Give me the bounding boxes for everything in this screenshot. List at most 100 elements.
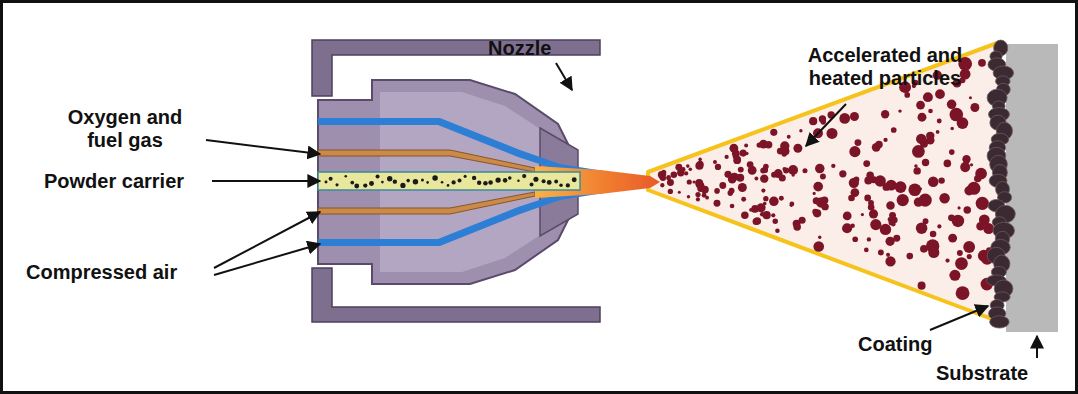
particle [920,245,928,253]
particle [757,203,766,212]
particle [689,167,693,171]
powder-dot [508,176,512,180]
particle [809,117,817,125]
particle [661,170,666,175]
particle [886,253,890,257]
powder-dot [483,181,488,186]
particle [938,177,944,183]
powder-dot [547,180,552,185]
particle [974,175,981,182]
particle [880,224,891,235]
particle [950,127,953,130]
particle [724,155,728,159]
particle [957,206,960,209]
particle [864,195,871,202]
particle [719,182,726,189]
particle [779,196,784,201]
particle [813,209,821,217]
particle [681,167,686,172]
powder-dot [406,179,410,183]
particle [738,183,747,192]
particle [881,110,889,118]
particle [770,129,777,136]
powder-dot [329,177,333,181]
powder-dot [413,179,418,184]
particle [666,175,670,179]
particle [867,237,871,241]
particle [948,214,955,221]
particle [668,189,673,194]
powder-dot [393,179,397,183]
particle [769,197,779,207]
particle [744,144,748,148]
particle [687,195,690,198]
particle [870,219,881,230]
particle [960,162,970,172]
fuel-tube [318,192,535,214]
powder-particles [324,174,576,188]
particle [964,186,973,195]
particle [947,100,957,110]
particle [660,183,664,187]
powder-dot [464,175,467,178]
coating-splat [990,316,1010,328]
particle [875,141,883,149]
particle [698,158,702,162]
particle [956,286,970,300]
substrate [1006,44,1058,332]
particle [889,212,896,219]
particle [976,197,989,210]
particle [962,155,970,163]
substrate-label: Substrate [936,362,1048,385]
leader-arrows [206,63,1037,358]
particle [730,204,735,209]
particle [774,169,783,178]
particle [945,259,949,263]
powder-dot [369,181,374,186]
particle [763,196,768,201]
particle [967,254,972,259]
particle [883,138,887,142]
powder-dot [421,179,424,182]
particle [848,195,855,202]
particle [831,164,835,168]
particle [928,109,933,114]
air-inlet-label: Compressed air [26,261,216,284]
particle [930,231,937,238]
particle [787,135,791,139]
particle [850,112,859,121]
powder-dot [381,181,384,184]
particle [741,212,748,219]
particle [761,188,765,192]
particle [773,219,778,224]
particle [898,109,901,112]
particle [671,172,678,179]
particle [696,197,700,201]
particle [908,183,921,196]
particle [916,134,926,144]
powder-dot [335,183,338,186]
powder-dot [350,181,354,185]
particle [821,203,828,210]
particle [850,223,854,227]
particle [802,168,807,173]
fuel-tube [318,150,535,172]
particle [922,159,929,166]
particle [895,181,907,193]
particle [775,229,780,234]
particle [923,92,933,102]
particle [916,101,925,110]
particle [692,180,695,183]
particle [948,234,957,243]
particle [891,127,897,133]
particle [738,167,744,173]
particle [763,211,771,219]
particle [749,208,753,212]
particle [918,113,927,122]
particle [863,160,870,167]
particle [963,241,975,253]
particle [790,204,793,207]
particle [936,130,940,134]
powder-dot [559,183,563,187]
